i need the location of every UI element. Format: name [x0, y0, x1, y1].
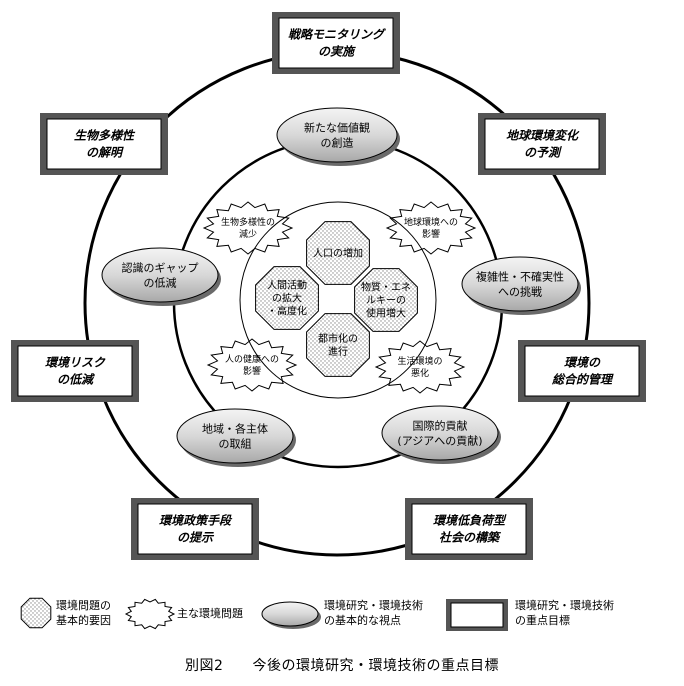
- ellipse-new-values-shape: [276, 107, 398, 163]
- legend-main-problem-icon: [124, 598, 176, 630]
- burst-health-impact-line-1: 人の健康への: [225, 353, 279, 365]
- burst-biodiversity-loss-line-2: 減少: [239, 228, 257, 240]
- ellipse-international: 国際的貢献(アジアへの貢献): [381, 405, 501, 464]
- oct-population-shape: [306, 221, 370, 285]
- oct-human-activity-line-2: の拡大: [272, 292, 302, 305]
- ellipse-international-line-1: 国際的貢献: [413, 418, 468, 432]
- ellipse-complexity-line-2: への挑戦: [498, 284, 542, 298]
- legend-viewpoint-line-1: 環境研究・環境技術: [324, 598, 423, 612]
- oct-human-activity-line-3: ・高度化: [267, 305, 307, 318]
- ellipse-international-shape: [381, 405, 499, 461]
- ellipse-new-values-line-1: 新たな価値観: [304, 120, 370, 134]
- oct-resources-line-1: 物質・エネ: [361, 281, 411, 294]
- box-low-load-society-line-2: 社会の構築: [439, 531, 502, 545]
- oct-urbanization-line-1: 都市化の: [318, 332, 358, 345]
- ellipse-complexity-line-1: 複雑性・不確実性: [476, 269, 564, 283]
- legend-priority-icon: [450, 602, 504, 628]
- legend-viewpoint-line-2: の基本的な視点: [324, 613, 401, 627]
- burst-health-impact-line-2: 影響: [243, 365, 261, 377]
- legend-main-problem-line-1: 主な環境問題: [177, 606, 243, 620]
- burst-global-impact-line-1: 地球環境への: [404, 216, 458, 228]
- ellipse-perception-gap-shape: [101, 247, 219, 303]
- box-strategic-monitoring-line-1: 戦略モニタリング: [288, 28, 386, 42]
- burst-health-impact-shape: [206, 338, 298, 392]
- box-strategic-monitoring-inner: [278, 17, 394, 69]
- oct-human-activity-line-1: 人間活動: [267, 279, 307, 292]
- oct-urbanization-shape: [306, 313, 370, 377]
- box-strategic-monitoring-line-2: の実施: [318, 45, 356, 59]
- box-low-load-society-inner: [411, 503, 527, 555]
- box-global-change-inner: [484, 118, 600, 170]
- oct-resources-line-2: ルキーの: [366, 296, 406, 307]
- box-global-change-line-2: の予測: [524, 146, 562, 160]
- oct-human-activity-shape: [255, 266, 319, 330]
- legend-main-problem: 主な環境問題: [124, 598, 243, 630]
- box-global-change-line-1: 地球環境変化: [506, 129, 580, 143]
- oct-population: 人口の増加: [306, 221, 370, 285]
- box-low-load-society-line-1: 環境低負荷型: [433, 514, 507, 528]
- legend-viewpoint-icon: [261, 601, 319, 627]
- burst-living-env-line-2: 悪化: [411, 367, 429, 379]
- box-policy-means-line-2: の提示: [177, 531, 215, 545]
- ellipse-international-line-2: (アジアへの貢献): [397, 433, 482, 447]
- burst-global-impact-shape: [385, 201, 477, 255]
- burst-biodiversity-loss-line-1: 生物多様性の: [221, 216, 275, 228]
- box-integrated-management-inner: [524, 345, 640, 397]
- oct-population-line-1: 人口の増加: [313, 247, 363, 260]
- ellipse-perception-gap-line-2: の低減: [144, 275, 177, 289]
- burst-living-env-line-1: 生活環境の: [397, 355, 442, 367]
- box-biodiversity-line-1: 生物多様性: [74, 129, 136, 143]
- oct-resources-line-3: 使用増大: [366, 307, 406, 320]
- oct-urbanization-line-2: 進行: [328, 345, 348, 358]
- burst-biodiversity-loss-shape: [202, 201, 294, 255]
- ellipse-regional-line-1: 地域・各主体: [202, 421, 268, 435]
- ellipse-regional-line-2: の取組: [219, 437, 252, 450]
- ellipse-complexity-shape: [461, 256, 579, 312]
- burst-living-env-shape: [374, 340, 466, 394]
- box-risk-reduction-line-1: 環境リスク: [45, 356, 106, 370]
- legend-priority: 環境研究・環境技術の重点目標: [446, 598, 614, 631]
- box-risk-reduction-line-2: の低減: [57, 373, 95, 387]
- ellipse-regional-shape: [176, 408, 294, 464]
- box-biodiversity-inner: [46, 118, 162, 170]
- box-integrated-management-line-1: 環境の: [564, 356, 601, 370]
- box-integrated-management-line-2: 総合的管理: [551, 373, 614, 387]
- box-risk-reduction-inner: [17, 345, 133, 397]
- burst-global-impact-line-2: 影響: [422, 228, 440, 240]
- figure-caption: 別図2 今後の環境研究・環境技術の重点目標: [185, 658, 499, 674]
- legend-priority-line-1: 環境研究・環境技術: [515, 598, 614, 612]
- oct-resources-shape: [354, 268, 418, 332]
- legend-basic-factor-line-2: 基本的要因: [56, 613, 111, 627]
- ellipse-new-values-line-2: の創造: [321, 135, 354, 149]
- factor-cluster-ring: [239, 201, 437, 399]
- ellipse-perception-gap-line-1: 認識のギャップ: [122, 260, 199, 274]
- legend-basic-factor-line-1: 環境問題の: [56, 598, 111, 612]
- legend-priority-line-2: の重点目標: [515, 613, 570, 627]
- box-policy-means-line-1: 環境政策手段: [159, 514, 233, 528]
- box-biodiversity-line-2: の解明: [86, 146, 124, 160]
- legend-basic-factor-icon: [20, 597, 52, 629]
- box-policy-means-inner: [137, 503, 253, 555]
